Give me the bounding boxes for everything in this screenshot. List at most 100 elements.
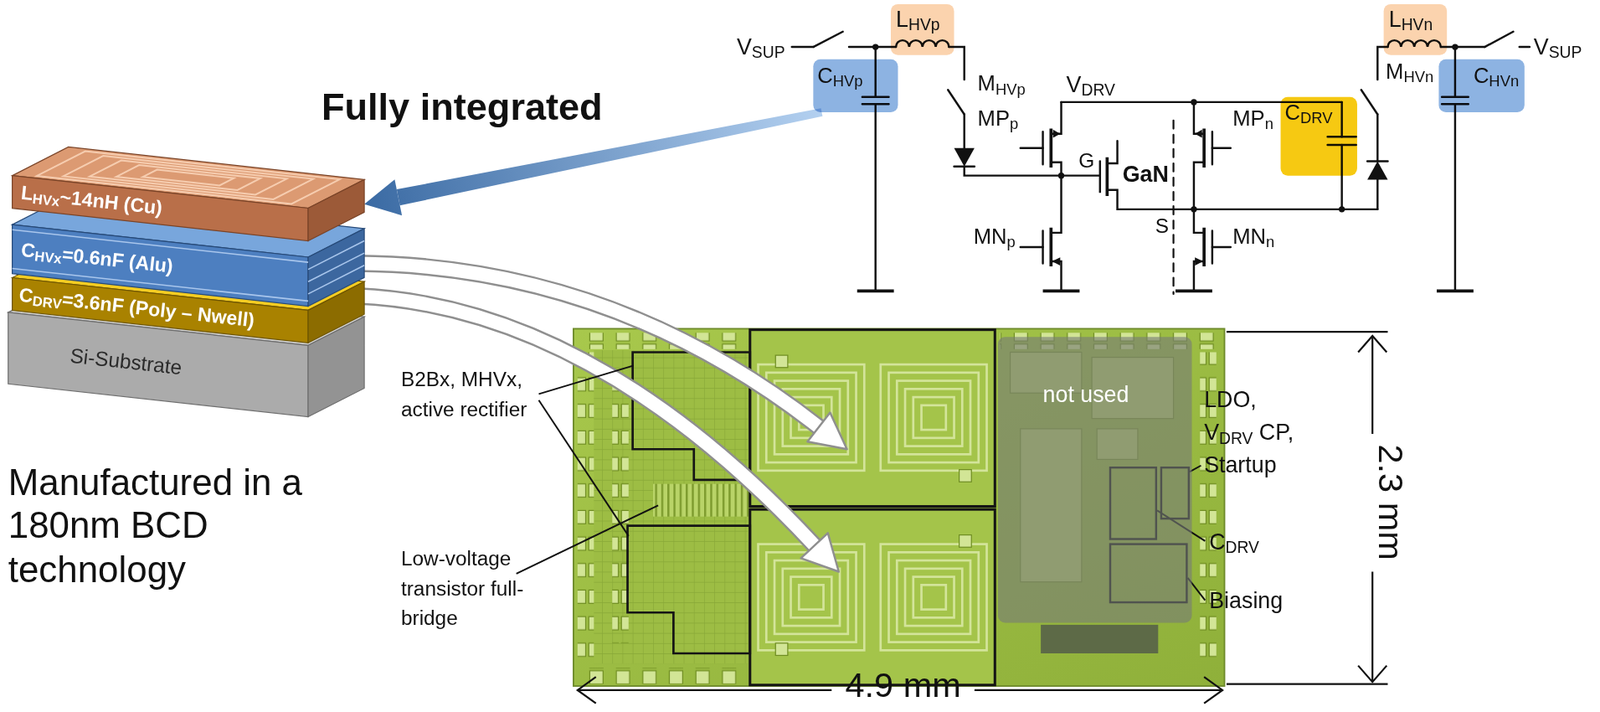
node-label: CHVn bbox=[1473, 63, 1519, 88]
schematic-wires bbox=[1454, 103, 1456, 291]
label-anchor: S bbox=[1155, 214, 1169, 238]
transfer-arrows bbox=[807, 412, 847, 450]
transistor-channels bbox=[1050, 128, 1204, 268]
subscript: HVn bbox=[1401, 15, 1434, 34]
schematic-dots bbox=[1451, 43, 1458, 50]
label-anchor: MNp bbox=[973, 224, 1016, 249]
label-anchor: VDRV bbox=[1066, 71, 1116, 98]
inductor-highlight: LHVp bbox=[890, 4, 955, 56]
die-photo bbox=[750, 509, 996, 685]
leader-lines bbox=[539, 400, 629, 536]
schematic-wires bbox=[1376, 114, 1379, 162]
label-anchor: Fully integrated bbox=[321, 85, 603, 129]
schematic-dots bbox=[1190, 205, 1197, 212]
transistor-channels bbox=[1050, 128, 1204, 268]
subscript: HVx bbox=[33, 248, 62, 268]
metal-stripe bbox=[308, 240, 365, 269]
switch-label: MHVn bbox=[1385, 59, 1434, 84]
dimension-lines bbox=[1226, 331, 1389, 684]
schematic-dots bbox=[1338, 205, 1345, 212]
schematic-wires bbox=[1041, 131, 1044, 263]
die-photo bbox=[653, 483, 751, 517]
schematic-wires bbox=[1519, 46, 1530, 48]
die-photo bbox=[775, 354, 788, 368]
dimension-lines bbox=[1203, 676, 1223, 704]
die-photo bbox=[959, 469, 973, 483]
schematic-wires bbox=[1050, 162, 1061, 233]
schematic-wires bbox=[1212, 148, 1231, 247]
dimension-label: 2.3 mm bbox=[1373, 444, 1408, 561]
unused-area: not used bbox=[998, 336, 1193, 623]
label-anchor: Low-voltage transistor full-bridge bbox=[401, 544, 526, 633]
leader-lines bbox=[516, 504, 659, 574]
metal-stripe bbox=[308, 252, 365, 282]
callout-title: Fully integrated bbox=[321, 85, 603, 129]
schematic-wires bbox=[1440, 46, 1485, 48]
die-photo bbox=[573, 328, 1225, 686]
die-photo bbox=[880, 544, 988, 651]
copper-layer: LHVx~14nH (Cu) bbox=[12, 147, 365, 242]
callout-text: B2Bx, MHVx, active rectifier bbox=[401, 363, 565, 425]
capacitor-highlight: CHVn bbox=[1438, 59, 1524, 113]
dimension-lines bbox=[1358, 335, 1387, 353]
die-photo bbox=[775, 643, 788, 656]
pin-label: G bbox=[1078, 149, 1095, 173]
transfer-arrows bbox=[801, 532, 839, 572]
subscript: DRV bbox=[1080, 81, 1115, 99]
schematic-wires bbox=[1376, 180, 1379, 210]
transfer-arrows bbox=[357, 262, 848, 572]
label-anchor: MPn bbox=[1232, 106, 1274, 131]
schematic-wires bbox=[1099, 161, 1101, 193]
schematic-wires bbox=[1020, 148, 1044, 247]
dimension-label: 4.9 mm bbox=[845, 667, 962, 702]
capacitor-highlight: CDRV bbox=[1281, 97, 1358, 176]
subscript: HVx bbox=[31, 190, 61, 210]
label-anchor: GaN bbox=[1122, 161, 1169, 188]
transistor-label: MNn bbox=[1232, 224, 1275, 249]
ground-symbols bbox=[857, 288, 1474, 293]
transistor-label: MPp bbox=[977, 106, 1019, 131]
supply-label: VSUP bbox=[1533, 33, 1583, 60]
label-anchor: VSUP bbox=[736, 33, 786, 60]
callout-text: LDO, VDRV CP, Startup bbox=[1203, 383, 1304, 482]
transfer-arrows bbox=[357, 262, 819, 427]
die-photo bbox=[750, 329, 996, 507]
label-anchor: G bbox=[1078, 149, 1095, 173]
label-anchor: B2Bx, MHVx, active rectifier bbox=[401, 363, 565, 425]
label-anchor: MPp bbox=[977, 106, 1019, 131]
transfer-arrows bbox=[357, 295, 815, 545]
schematic-wires bbox=[1484, 31, 1513, 47]
schematic-dots bbox=[1194, 129, 1203, 139]
transistor-label: MNp bbox=[973, 224, 1016, 249]
layer-side bbox=[308, 316, 365, 417]
schematic-wires bbox=[1361, 89, 1379, 114]
arrow-head bbox=[364, 179, 402, 216]
subscript: HVp bbox=[995, 79, 1026, 98]
subscript: n bbox=[1265, 114, 1274, 133]
layer-front bbox=[8, 312, 309, 417]
schematic-dots bbox=[872, 43, 879, 50]
capacitor-highlight: CHVp bbox=[812, 59, 898, 113]
subscript: DRV bbox=[31, 293, 63, 312]
label-anchor: MHVp bbox=[977, 71, 1026, 96]
schematic-dots bbox=[1058, 172, 1065, 179]
subscript: HVp bbox=[908, 15, 941, 34]
subscript: DRV bbox=[1225, 538, 1260, 556]
die-photo bbox=[959, 535, 973, 548]
inductor-highlight: LHVn bbox=[1383, 4, 1448, 56]
label-anchor: CDRV bbox=[1209, 528, 1260, 555]
node-label: LHVp bbox=[895, 5, 940, 32]
schematic-wires bbox=[874, 103, 876, 291]
node-label: not used bbox=[1043, 381, 1130, 408]
schematic-wires bbox=[947, 89, 965, 114]
die-photo bbox=[577, 351, 595, 664]
subscript: SUP bbox=[1548, 43, 1583, 62]
schematic-dots bbox=[1052, 257, 1061, 266]
label-anchor: Manufactured in a 180nm BCD technology bbox=[8, 461, 388, 592]
device-label: GaN bbox=[1122, 161, 1169, 188]
transfer-arrows bbox=[357, 295, 815, 545]
schematic-dots bbox=[1053, 129, 1061, 139]
die-photo bbox=[583, 667, 747, 685]
schematic-wires bbox=[1172, 120, 1174, 294]
subscript: SUP bbox=[751, 43, 786, 62]
